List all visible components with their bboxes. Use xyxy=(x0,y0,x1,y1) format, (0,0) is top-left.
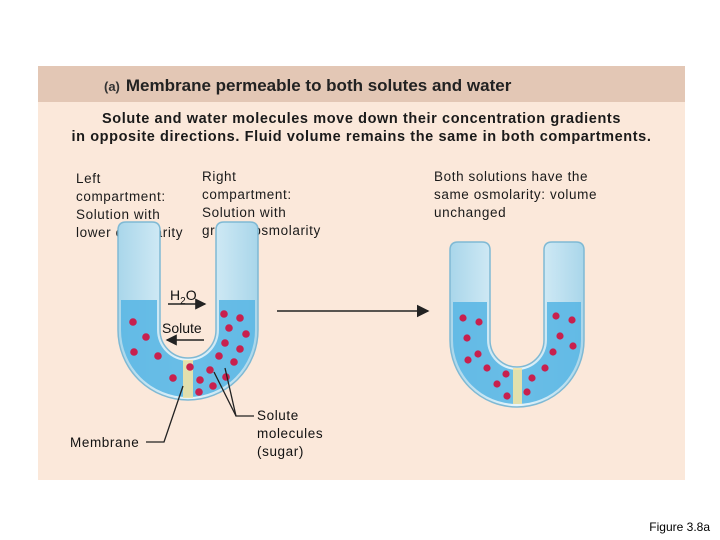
molecules-pointer-line-2 xyxy=(213,371,237,417)
result-line-1: Both solutions have the xyxy=(434,169,589,184)
membrane-after-band xyxy=(513,368,522,404)
solute-dot xyxy=(463,334,471,342)
result-line-3: unchanged xyxy=(434,205,507,220)
solute-dot xyxy=(225,324,233,332)
solute-dot xyxy=(169,374,177,382)
membrane-label: Membrane xyxy=(70,435,139,450)
left-compartment-label: Left compartment: Solution with lower os… xyxy=(76,170,183,242)
solute-dot xyxy=(221,339,229,347)
solute-dot xyxy=(220,310,228,318)
solute-dot xyxy=(154,352,162,360)
solute-dot xyxy=(569,342,577,350)
solute-dot xyxy=(236,345,244,353)
solute-molecules-before xyxy=(129,310,250,396)
solute-dot xyxy=(523,388,531,396)
water-label: H2O xyxy=(170,287,197,307)
solute-dot xyxy=(236,314,244,322)
panel-heading: Membrane permeable to both solutes and w… xyxy=(125,76,512,95)
solute-dot xyxy=(493,380,501,388)
solute-dot xyxy=(196,376,204,384)
solute-dot xyxy=(195,388,203,396)
solute-dot xyxy=(549,348,557,356)
membrane-before-band xyxy=(183,360,193,398)
right-label-line-2: compartment: xyxy=(202,187,292,202)
solute-dot xyxy=(230,358,238,366)
molecules-label-line-2: molecules xyxy=(257,426,323,441)
molecules-label-line-1: Solute xyxy=(257,408,299,423)
solute-dot xyxy=(568,316,576,324)
solute-dot xyxy=(130,348,138,356)
figure-label: Figure 3.8a xyxy=(649,520,710,534)
left-label-line-1: Left xyxy=(76,171,101,186)
molecules-label-line-3: (sugar) xyxy=(257,444,304,459)
description-line-2: in opposite directions. Fluid volume rem… xyxy=(71,129,652,145)
solute-dot xyxy=(475,318,483,326)
u-tube-after-solution xyxy=(453,302,581,404)
solute-dot xyxy=(242,330,250,338)
solute-dot xyxy=(215,352,223,360)
solute-dot xyxy=(552,312,560,320)
result-line-2: same osmolarity: volume xyxy=(434,187,598,202)
right-label-line-3: Solution with xyxy=(202,205,287,220)
u-tube-before xyxy=(117,221,259,401)
u-tube-after xyxy=(449,241,585,408)
solute-dot xyxy=(186,363,194,371)
solute-dot xyxy=(464,356,472,364)
panel-label: (a) xyxy=(104,79,120,94)
solute-dot xyxy=(209,382,217,390)
membrane-pointer-line xyxy=(146,385,184,443)
solute-dot xyxy=(556,332,564,340)
solute-dot xyxy=(541,364,549,372)
description-line-1: Solute and water molecules move down the… xyxy=(102,111,621,127)
left-label-line-3: Solution with xyxy=(76,207,161,222)
solute-dot xyxy=(474,350,482,358)
solute-dot xyxy=(142,333,150,341)
solute-dot xyxy=(528,374,536,382)
solute-dot xyxy=(502,370,510,378)
panel-title: (a) Membrane permeable to both solutes an… xyxy=(104,76,511,96)
left-label-line-2: compartment: xyxy=(76,189,166,204)
solute-label: Solute xyxy=(162,320,202,336)
result-label: Both solutions have the same osmolarity:… xyxy=(434,168,597,222)
u-tube-before-solution xyxy=(121,300,255,397)
solute-dot xyxy=(483,364,491,372)
title-bar xyxy=(38,66,685,102)
solute-dot xyxy=(459,314,467,322)
right-label-line-1: Right xyxy=(202,169,237,184)
solute-molecules-after xyxy=(459,312,577,400)
solute-dot xyxy=(206,366,214,374)
solute-dot xyxy=(503,392,511,400)
solute-dot xyxy=(129,318,137,326)
